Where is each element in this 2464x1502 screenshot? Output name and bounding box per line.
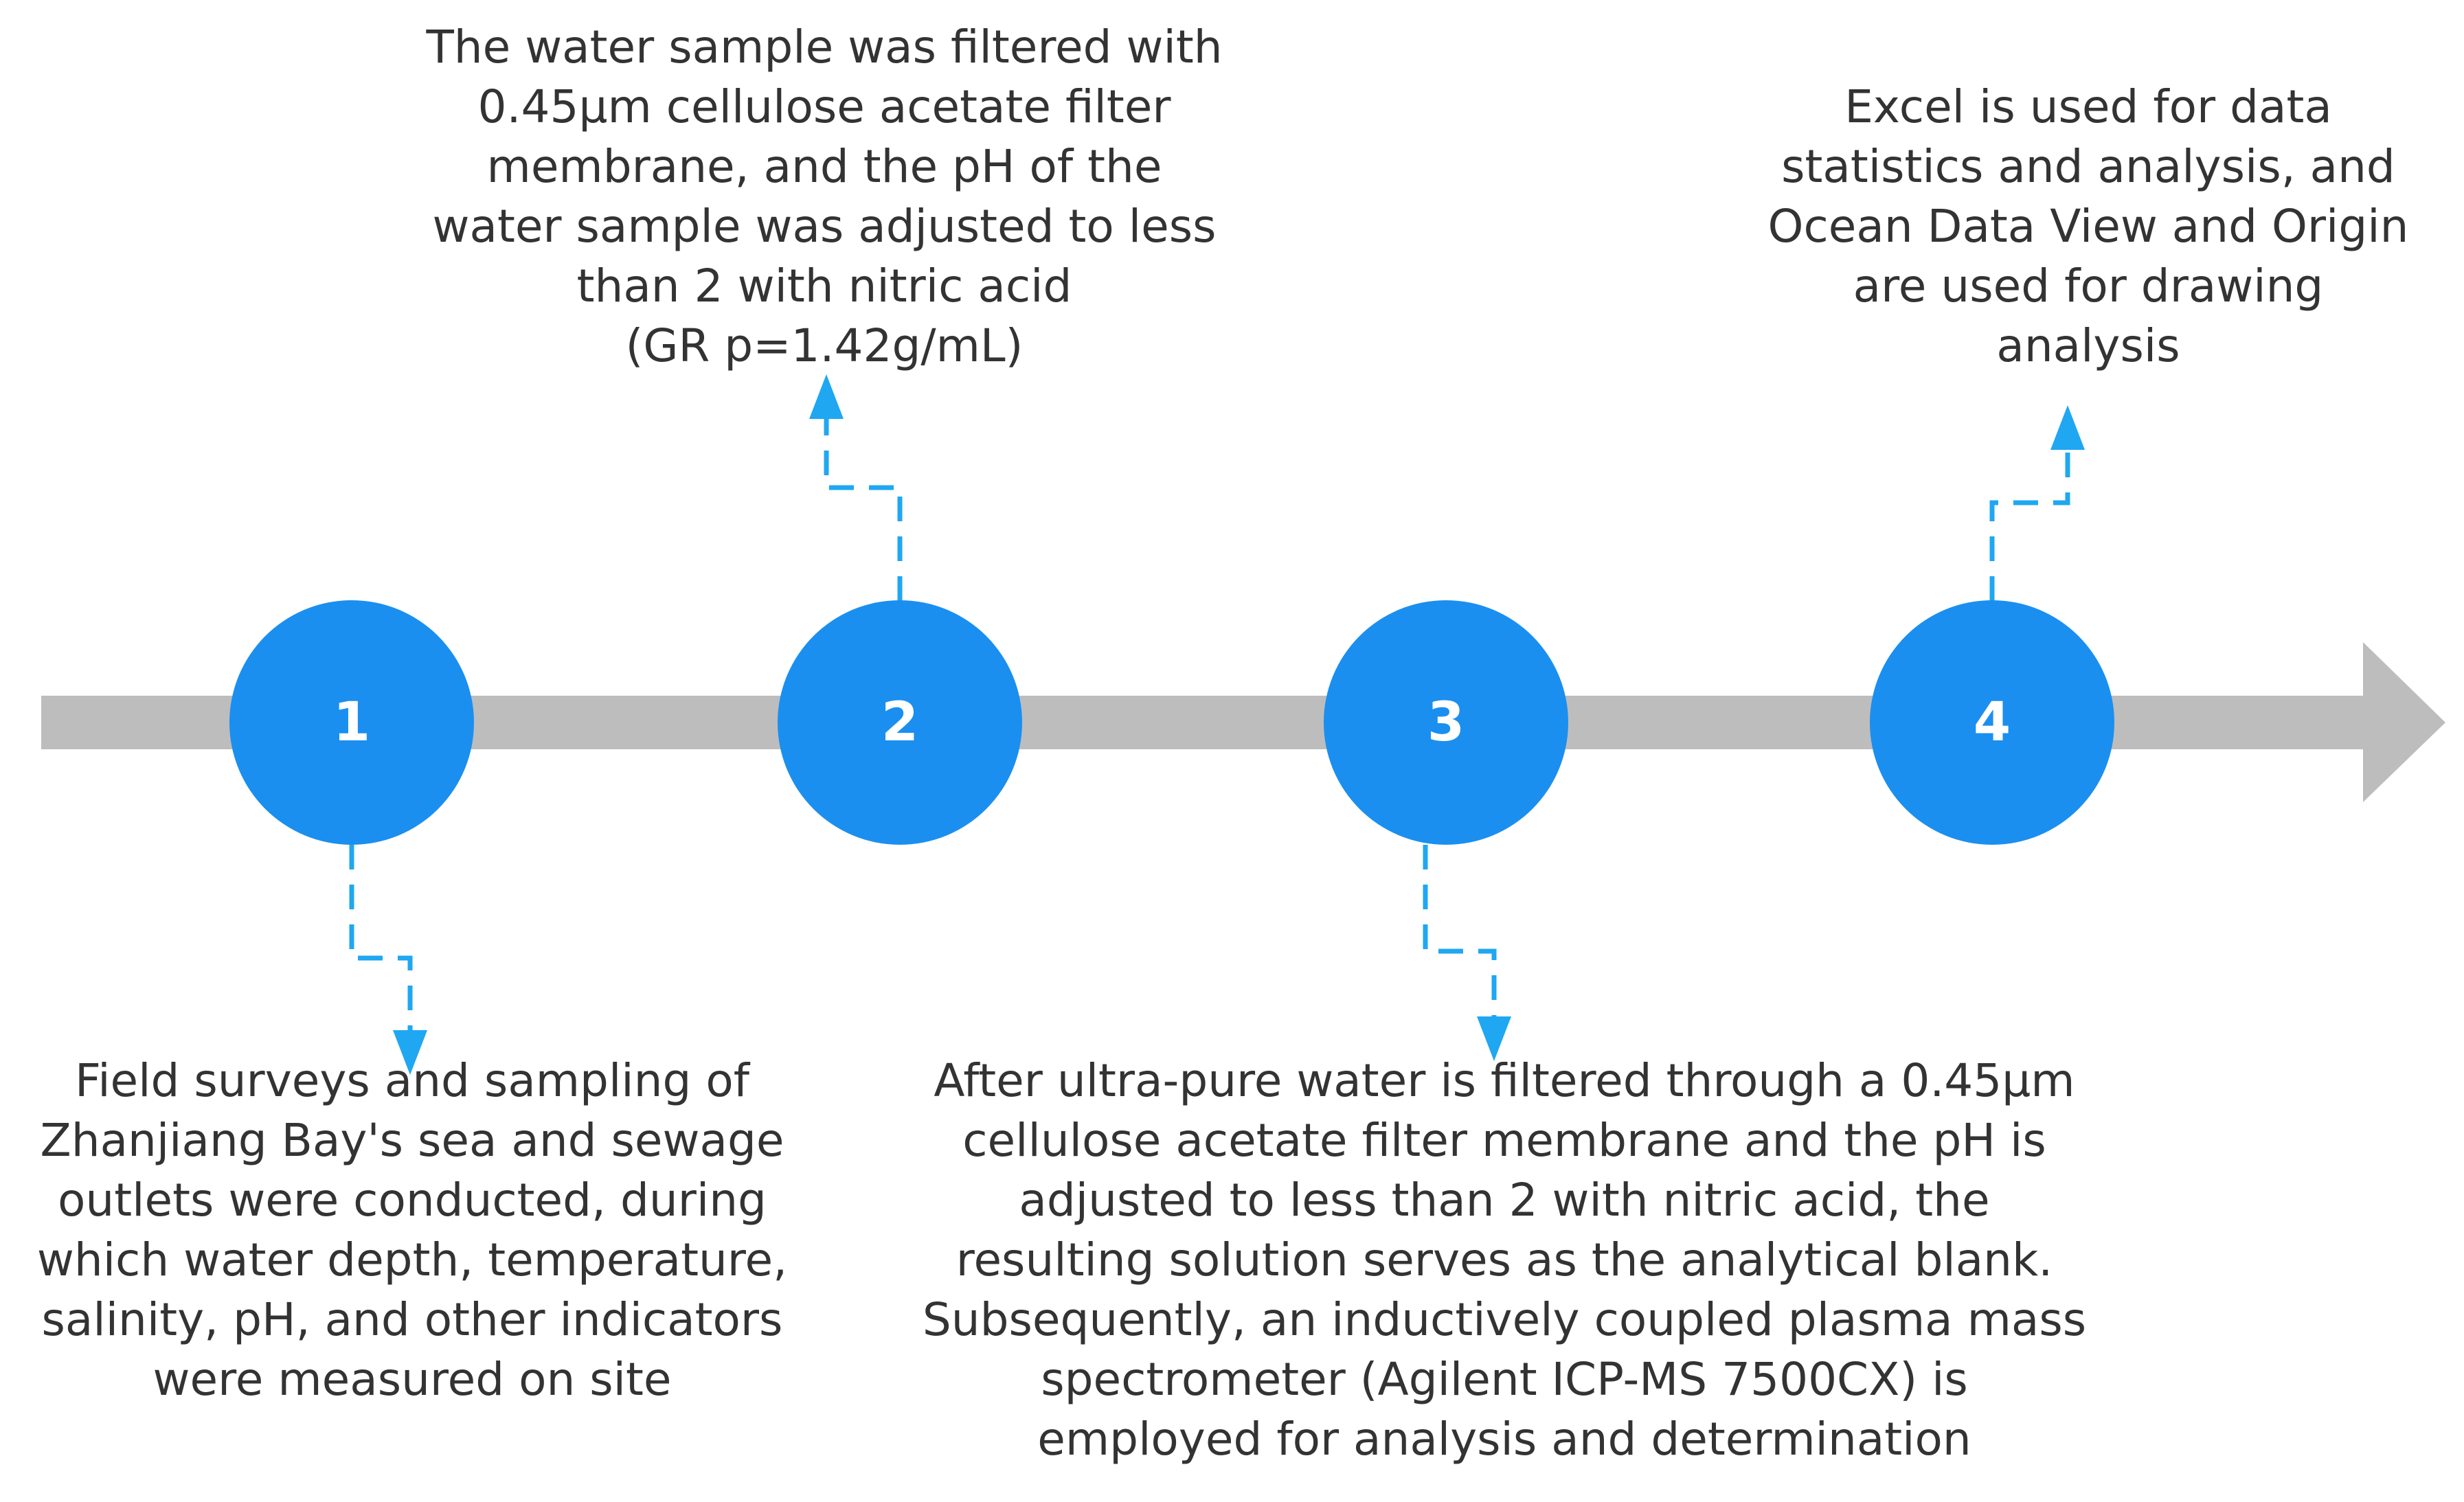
connector-2	[824, 409, 903, 601]
step-3-description: After ultra-pure water is filtered throu…	[922, 1054, 2087, 1466]
step-4-description: Excel is used for data statistics and an…	[1767, 80, 2409, 372]
step-number-1: 1	[333, 692, 370, 753]
timeline-arrowhead	[2363, 642, 2445, 802]
step-circle-4	[1870, 600, 2114, 845]
step-node-3: 3	[1324, 600, 1568, 845]
arrowhead-3	[1477, 1016, 1511, 1061]
connector-3	[1423, 845, 1497, 1027]
arrowhead-2	[809, 374, 844, 419]
arrowhead-1	[393, 1030, 427, 1075]
arrowhead-4	[2050, 405, 2085, 450]
step-number-4: 4	[1974, 692, 2011, 753]
step-1-description: Field surveys and sampling of Zhanjiang …	[36, 1054, 788, 1406]
connector-4	[1989, 440, 2070, 601]
step-node-4: 4	[1870, 600, 2114, 845]
step-circle-3	[1324, 600, 1568, 845]
step-2-description: The water sample was filtered with 0.45μ…	[426, 21, 1223, 372]
step-number-3: 3	[1427, 692, 1465, 753]
step-node-1: 1	[229, 600, 474, 845]
step-number-2: 2	[881, 692, 918, 753]
step-circle-1	[229, 600, 474, 845]
step-node-2: 2	[778, 600, 1022, 845]
step-circle-2	[778, 600, 1022, 845]
connector-1	[349, 845, 413, 1058]
